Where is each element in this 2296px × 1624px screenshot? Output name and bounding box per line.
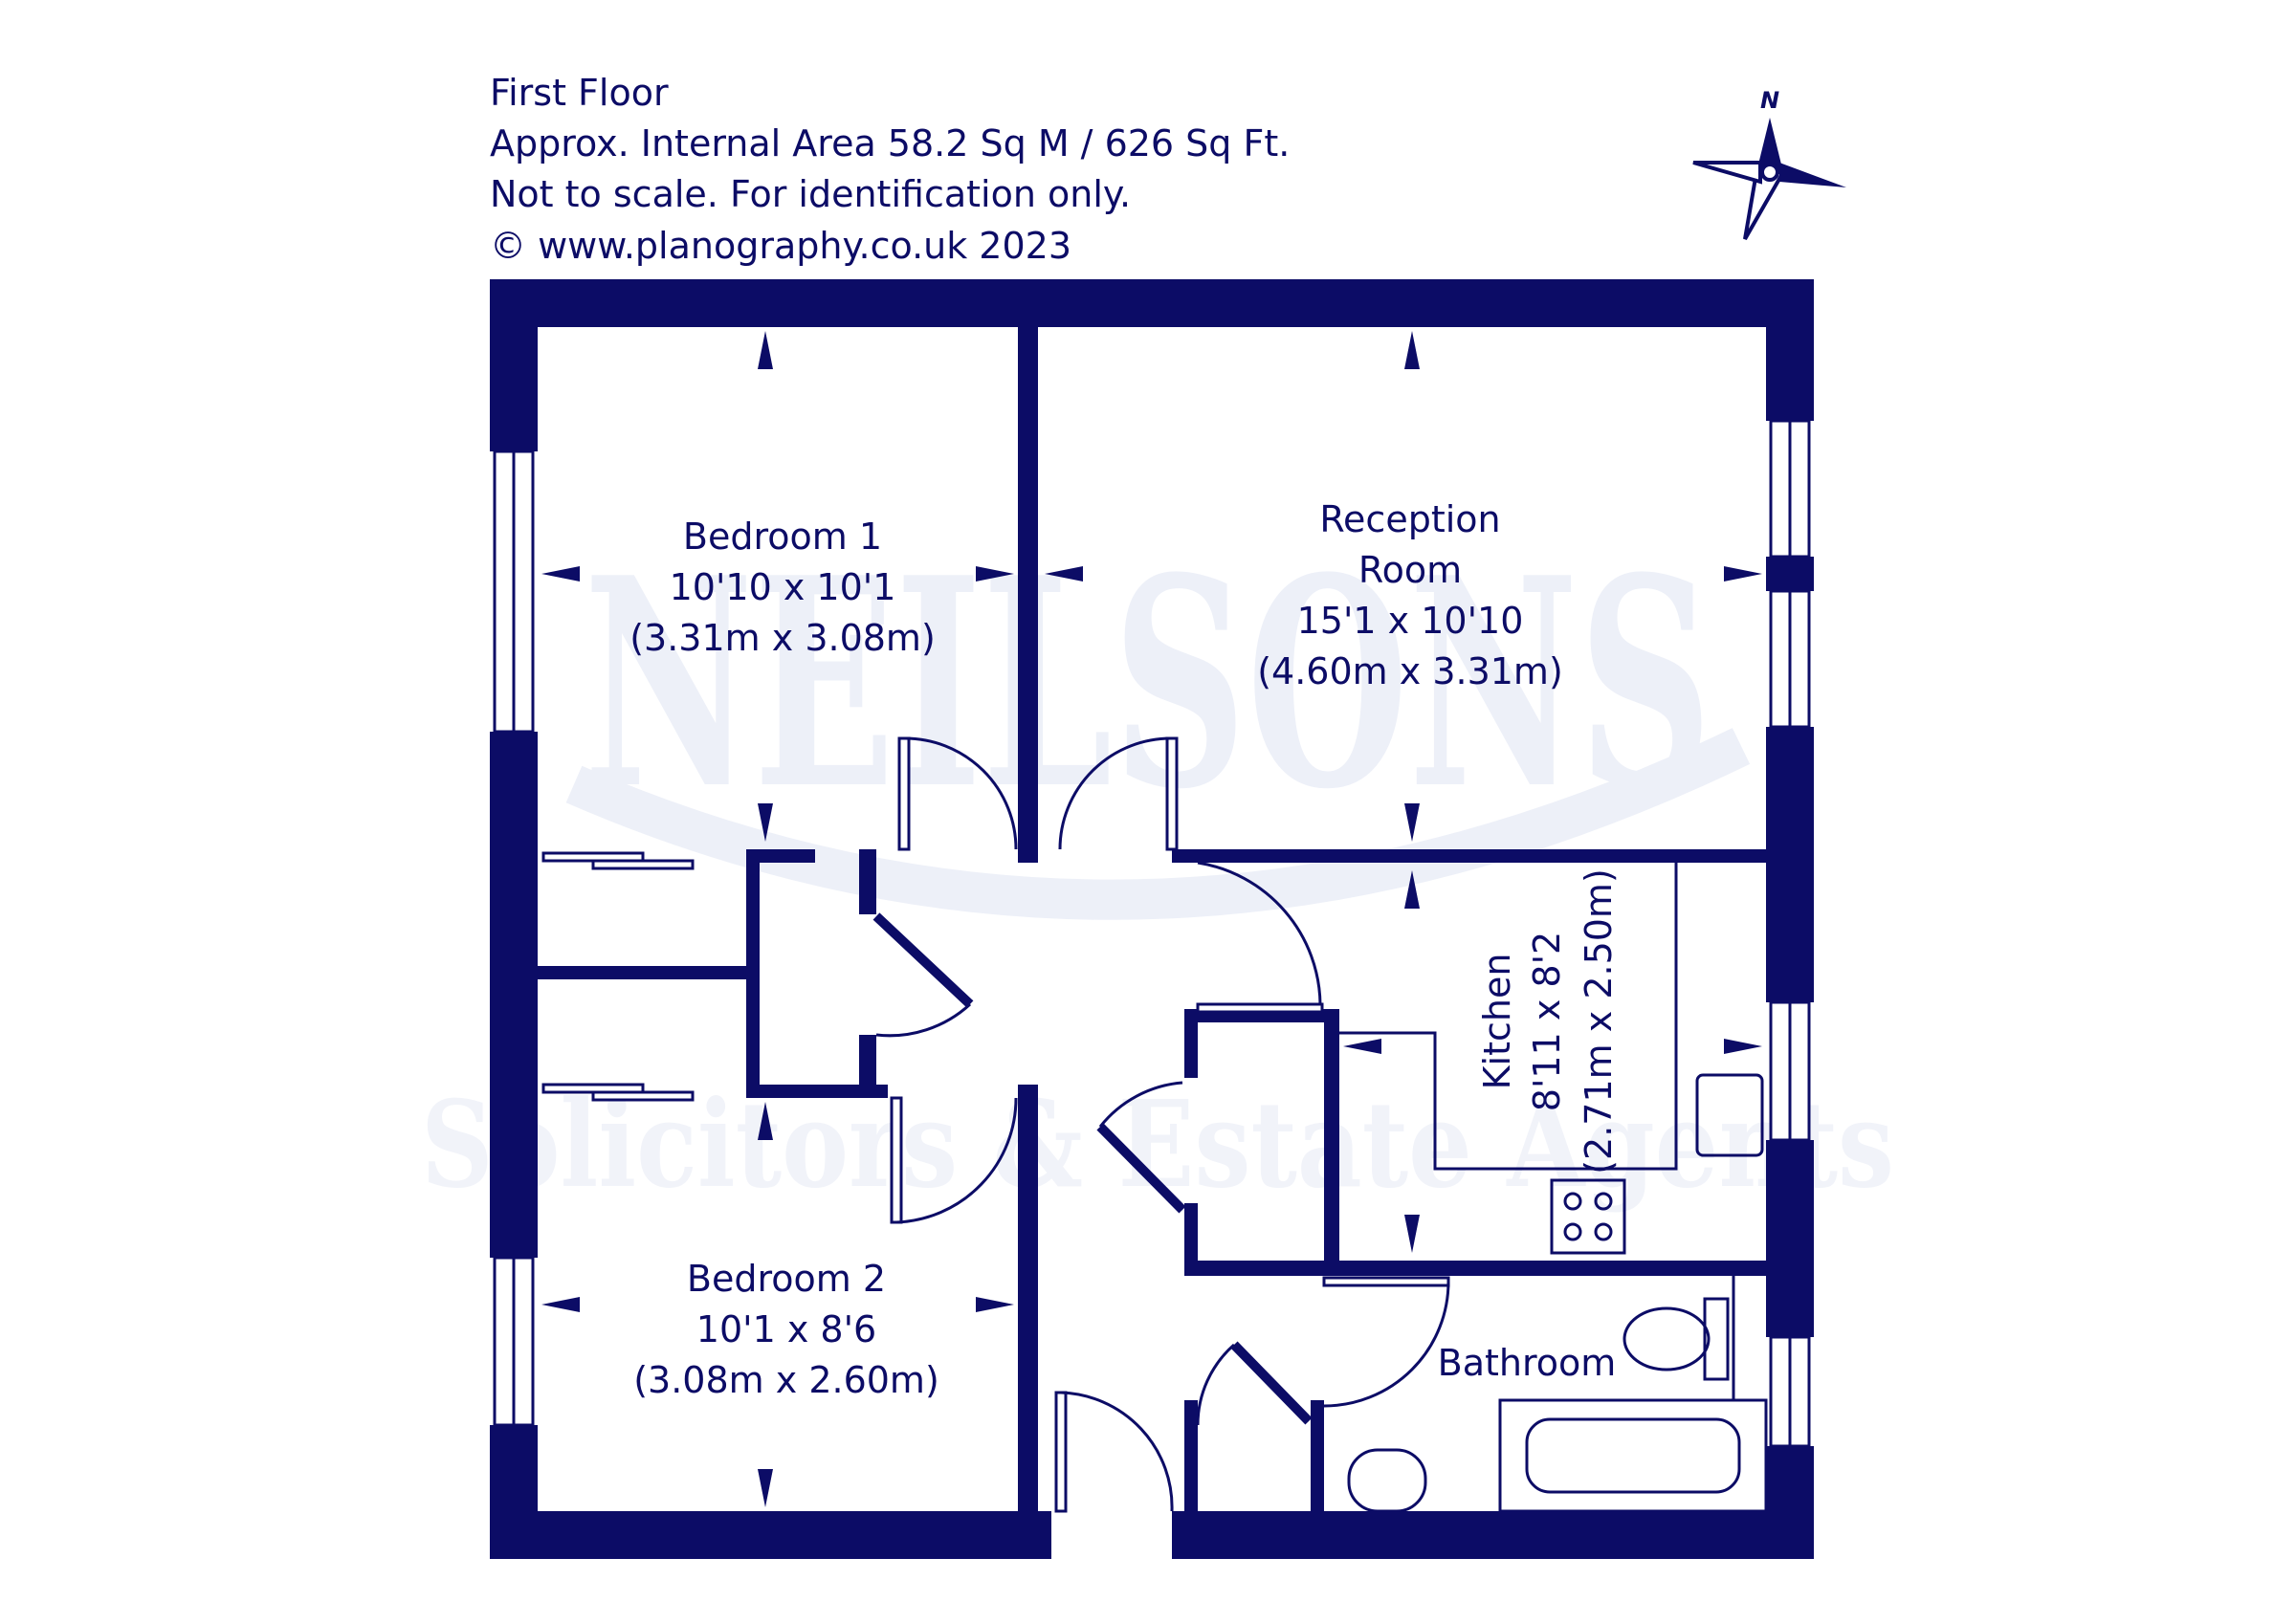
floor-title: First Floor bbox=[490, 72, 669, 114]
watermark-brand: NEILSONS bbox=[584, 515, 1712, 852]
area-text: Approx. Internal Area 58.2 Sq M / 626 Sq… bbox=[490, 122, 1290, 165]
bathroom-fittings bbox=[1347, 1276, 1768, 1513]
room-kitchen-name: Kitchen bbox=[1476, 954, 1518, 1090]
toilet-cistern-icon bbox=[1703, 1297, 1730, 1381]
washbasin-icon bbox=[1347, 1448, 1427, 1513]
room-kitchen: Kitchen 8'11 x 8'2 (2.71m x 2.50m) bbox=[1476, 868, 1620, 1174]
bath-icon bbox=[1498, 1398, 1768, 1513]
disclaimer-text: Not to scale. For identification only. bbox=[490, 173, 1131, 215]
compass-icon: N bbox=[1692, 87, 1846, 240]
door-kitchen bbox=[1196, 861, 1324, 1014]
toilet-icon bbox=[1623, 1306, 1711, 1372]
room-bedroom2: Bedroom 2 10'1 x 8'6 (3.08m x 2.60m) bbox=[633, 1258, 939, 1401]
walls bbox=[490, 279, 1814, 1559]
watermark-swoosh bbox=[565, 728, 1751, 920]
door-cupboard bbox=[872, 912, 974, 1038]
room-bedroom1-metric: (3.31m x 3.08m) bbox=[629, 617, 936, 659]
room-kitchen-metric: (2.71m x 2.50m) bbox=[1578, 868, 1620, 1174]
room-reception-metric: (4.60m x 3.31m) bbox=[1257, 650, 1563, 692]
room-bathroom: Bathroom bbox=[1438, 1342, 1617, 1384]
door-wc-store bbox=[1196, 1341, 1313, 1426]
door-bedroom2 bbox=[890, 1096, 1018, 1224]
wardrobe-doors bbox=[541, 851, 695, 1102]
door-entrance bbox=[1054, 1391, 1174, 1513]
kitchen-fittings bbox=[1339, 863, 1764, 1255]
room-bathroom-name: Bathroom bbox=[1438, 1342, 1617, 1384]
room-bedroom1: Bedroom 1 10'10 x 10'1 (3.31m x 3.08m) bbox=[629, 516, 936, 659]
sink-icon bbox=[1695, 1073, 1764, 1157]
compass-north-label: N bbox=[1760, 87, 1779, 114]
compass-south-point bbox=[1743, 170, 1787, 240]
doors bbox=[872, 736, 1450, 1513]
compass-west-point bbox=[1692, 161, 1762, 185]
room-reception-name-2: Room bbox=[1358, 549, 1462, 591]
compass-north-point bbox=[1756, 118, 1783, 172]
room-bedroom2-metric: (3.08m x 2.60m) bbox=[633, 1359, 939, 1401]
room-kitchen-imperial: 8'11 x 8'2 bbox=[1526, 932, 1568, 1111]
door-bathroom bbox=[1322, 1276, 1450, 1408]
room-bedroom1-imperial: 10'10 x 10'1 bbox=[670, 566, 896, 608]
door-reception bbox=[1058, 736, 1179, 851]
room-bedroom2-name: Bedroom 2 bbox=[687, 1258, 886, 1300]
room-reception: Reception Room 15'1 x 10'10 (4.60m x 3.3… bbox=[1257, 498, 1563, 692]
header: First Floor Approx. Internal Area 58.2 S… bbox=[490, 72, 1290, 267]
dimension-arrows bbox=[541, 331, 1762, 1507]
compass-east-point bbox=[1779, 163, 1846, 187]
room-bedroom1-name: Bedroom 1 bbox=[683, 516, 882, 558]
door-bedroom1 bbox=[897, 736, 1018, 851]
room-bedroom2-imperial: 10'1 x 8'6 bbox=[696, 1308, 876, 1350]
hob-icon bbox=[1550, 1178, 1626, 1255]
windows bbox=[493, 419, 1811, 1448]
door-store bbox=[1096, 1081, 1186, 1214]
copyright-text: © www.planography.co.uk 2023 bbox=[490, 225, 1071, 267]
room-reception-name-1: Reception bbox=[1319, 498, 1500, 540]
room-reception-imperial: 15'1 x 10'10 bbox=[1297, 600, 1524, 642]
